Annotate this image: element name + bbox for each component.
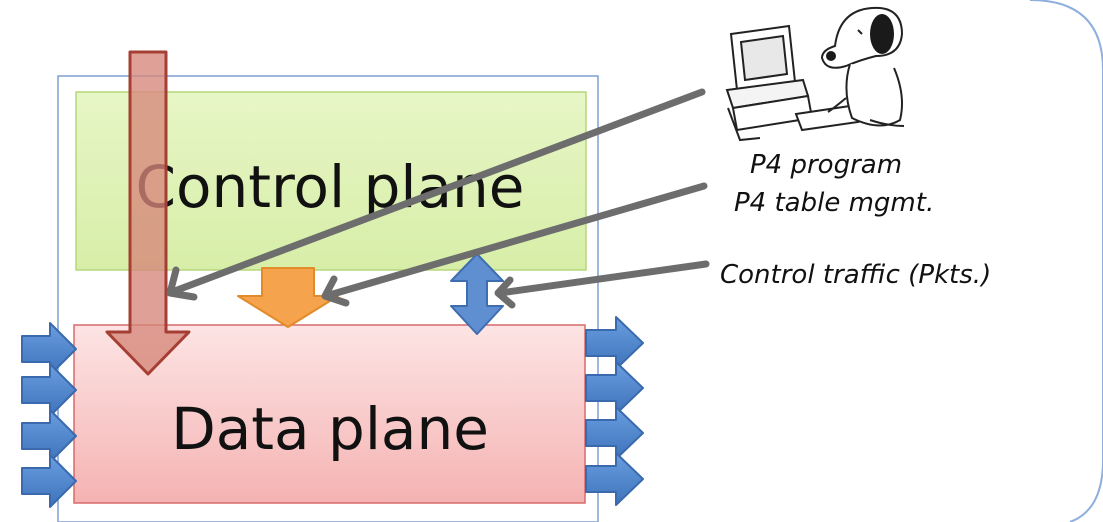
ingress-port-arrow — [21, 322, 77, 376]
control-traffic-label: Control traffic (Pkts.) — [720, 260, 991, 290]
ingress-port-arrow — [21, 363, 77, 417]
compile-arrow — [105, 50, 191, 376]
table-mgmt-arrow — [237, 267, 339, 328]
programmer-illustration — [725, 6, 905, 142]
corner-frame — [1029, 0, 1103, 522]
ingress-port-arrow — [21, 409, 77, 463]
egress-port-arrows — [585, 316, 644, 506]
egress-port-arrow — [585, 452, 644, 506]
table-mgmt-pointer — [322, 182, 708, 300]
control-plane-label: Control plane — [135, 153, 524, 221]
control-traffic-pointer-head — [494, 276, 516, 309]
p4-program-pointer-head — [166, 266, 198, 301]
ingress-port-arrow — [21, 454, 77, 508]
egress-port-arrow — [585, 316, 644, 370]
pointer-lines — [166, 88, 710, 309]
table-mgmt-pointer-head — [321, 275, 350, 307]
control-traffic-arrow — [450, 253, 504, 335]
ingress-port-arrows — [21, 322, 77, 508]
egress-port-arrow — [585, 361, 644, 415]
data-plane-label: Data plane — [171, 395, 489, 463]
egress-port-arrow — [585, 406, 644, 460]
control-traffic-pointer — [496, 260, 710, 297]
table-mgmt-label: P4 table mgmt. — [734, 188, 934, 218]
p4-program-label: P4 program — [750, 150, 902, 180]
p4-program-pointer — [168, 88, 706, 296]
